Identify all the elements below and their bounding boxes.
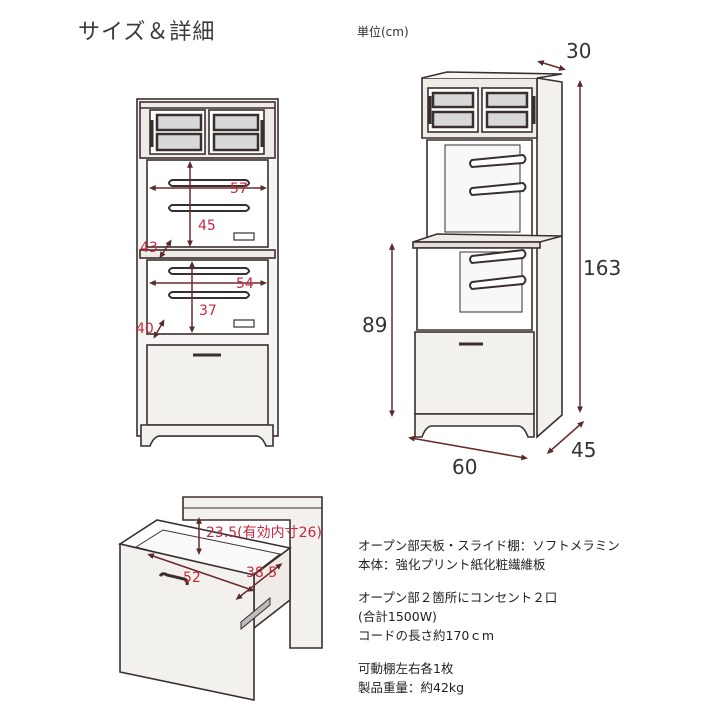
dim-arrow-30 — [537, 60, 566, 71]
spec-line-cord-length: コードの長さ約170ｃm — [358, 628, 495, 643]
upper-outlet-icon — [233, 232, 255, 241]
spec-line-wattage: (合計1500W) — [358, 609, 437, 624]
dim-label-54: 54 — [236, 276, 254, 292]
dim-label-43: 43 — [140, 240, 158, 256]
front-dimension-labels: 57 45 43 54 37 40 — [136, 181, 254, 337]
drawer-slide-rail — [240, 596, 271, 631]
side-dimension-labels: 30 163 89 60 45 — [362, 39, 621, 479]
side-view — [412, 71, 563, 439]
dim-label-38-5: 38.5 — [246, 565, 277, 581]
front-drawer — [146, 344, 269, 426]
dim-label-45: 45 — [198, 218, 216, 234]
dim-label-57: 57 — [230, 181, 248, 197]
spec-line-material-top: オープン部天板・スライド棚：ソフトメラミン — [358, 538, 620, 553]
dim-arrow-40 — [153, 319, 165, 339]
spec-line-weight: 製品重量：約42kg — [358, 680, 465, 695]
front-view — [136, 98, 279, 447]
dim-label-89: 89 — [362, 313, 387, 337]
drawer-cabinet-body — [182, 496, 323, 649]
dim-label-60: 60 — [452, 455, 477, 479]
counter-top — [139, 249, 276, 259]
side-dimensions — [389, 60, 585, 461]
lower-outlet-icon — [233, 319, 255, 328]
drawer-dimension-labels: 23.5(有効内寸26) 52 38.5 — [183, 525, 322, 586]
side-counter — [412, 233, 563, 243]
dim-label-163: 163 — [583, 256, 621, 280]
spec-line-shelf: 可動棚左右各1枚 — [358, 661, 454, 676]
side-panel — [536, 77, 563, 439]
dim-label-37: 37 — [199, 303, 217, 319]
dim-label-40: 40 — [136, 321, 154, 337]
dim-arrow-52 — [147, 553, 255, 592]
spec-line-outlet: オープン部２箇所にコンセント２口 — [358, 590, 558, 605]
dim-label-45-depth: 45 — [571, 438, 596, 462]
page-title: サイズ＆詳細 — [78, 20, 216, 45]
spec-text-block: オープン部天板・スライド棚：ソフトメラミン 本体：強化プリント紙化粧繊維板 オー… — [358, 536, 620, 697]
dim-arrow-60 — [408, 435, 528, 461]
dim-label-52: 52 — [183, 570, 201, 586]
spec-line-material-body: 本体：強化プリント紙化粧繊維板 — [358, 557, 546, 572]
dim-label-23-5: 23.5(有効内寸26) — [206, 525, 322, 541]
dim-label-30: 30 — [566, 39, 591, 63]
side-base — [414, 413, 535, 438]
drawer-dimensions — [147, 517, 283, 600]
front-dimensions — [149, 161, 267, 339]
front-base — [140, 424, 274, 447]
dim-arrow-38-5 — [235, 563, 283, 600]
dim-arrow-43 — [159, 239, 172, 259]
side-drawer — [414, 331, 535, 415]
dim-arrow-45-depth — [546, 421, 585, 454]
unit-label: 単位(cm) — [357, 25, 409, 39]
